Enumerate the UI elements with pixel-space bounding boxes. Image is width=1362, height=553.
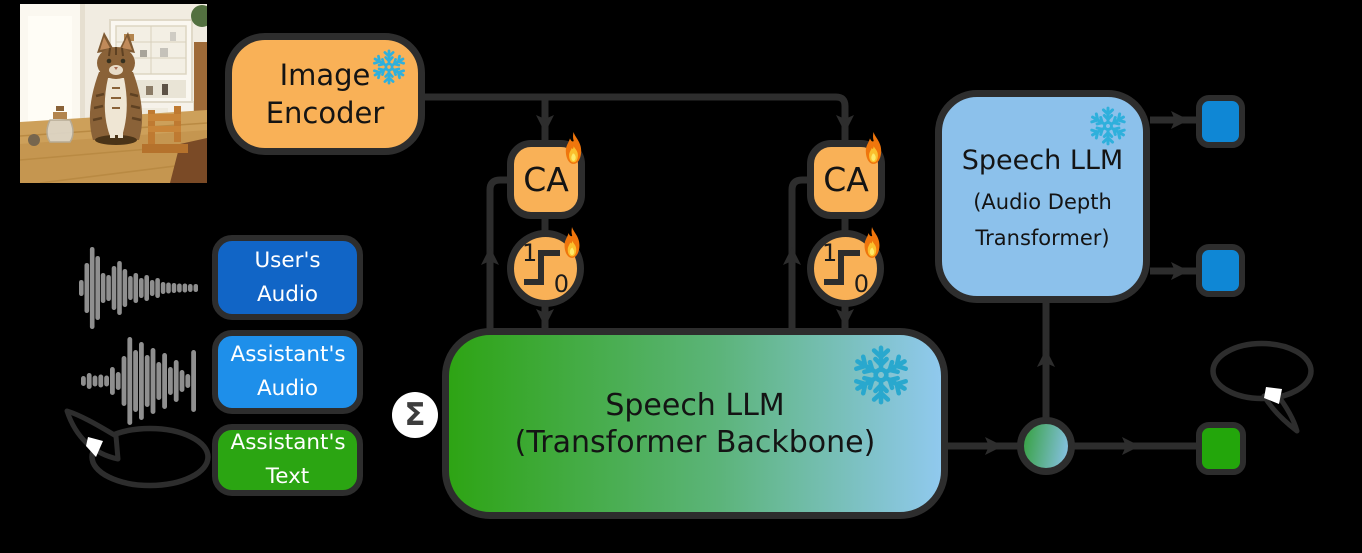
waveform-icon: [79, 247, 198, 329]
audio-token-square-2: [1196, 244, 1245, 297]
gate-high-label: 1: [822, 239, 838, 267]
gate-low-label: 0: [553, 270, 569, 298]
speech-bubble-icon: [64, 408, 211, 489]
gate-high-label: 1: [522, 239, 538, 267]
snowflake-icon: [849, 343, 913, 407]
snowflake-icon: [1088, 106, 1128, 146]
input-assistant-audio: Assistant's Audio: [212, 330, 363, 414]
backbone-title: Speech LLM: [605, 387, 785, 423]
input-assistant-text-label: Assistant's Text: [230, 430, 346, 489]
input-user-audio-label: User's Audio: [254, 247, 321, 307]
speech-llm-depth-transformer-node: Speech LLM (Audio Depth Transformer): [935, 90, 1150, 303]
cross-attention-label: CA: [823, 160, 869, 199]
speech-bubble-icon: [1210, 340, 1314, 434]
step-function-icon: [524, 250, 560, 285]
image-encoder-label: Image Encoder: [265, 58, 385, 130]
backbone-subtitle: (Transformer Backbone): [514, 424, 876, 460]
depth-transformer-title: Speech LLM: [961, 145, 1124, 176]
cat-photo: [20, 4, 207, 183]
cat: [89, 32, 143, 145]
gate-node-1: 1 0: [507, 227, 584, 307]
depth-transformer-subtitle: (Audio Depth Transformer): [973, 190, 1112, 250]
text-token-square: [1196, 422, 1246, 475]
speech-llm-backbone-node: Speech LLM (Transformer Backbone): [442, 328, 948, 519]
gate-node-2: 1 0: [807, 227, 884, 307]
gate-low-label: 0: [853, 270, 869, 298]
sum-node: Σ: [392, 392, 438, 438]
sigma-icon: Σ: [404, 397, 426, 433]
cross-attention-block-2: CA: [807, 132, 885, 219]
cross-attention-label: CA: [523, 160, 569, 199]
audio-token-square-1: [1196, 95, 1245, 148]
input-assistant-text: Assistant's Text: [212, 424, 363, 496]
input-user-audio: User's Audio: [212, 235, 363, 320]
step-function-icon: [824, 250, 860, 285]
merge-point-node: [1017, 417, 1075, 475]
cross-attention-block-1: CA: [507, 132, 585, 219]
input-assistant-audio-label: Assistant's Audio: [230, 342, 346, 401]
image-encoder-node: Image Encoder: [225, 33, 425, 155]
waveform-icon: [81, 337, 196, 425]
